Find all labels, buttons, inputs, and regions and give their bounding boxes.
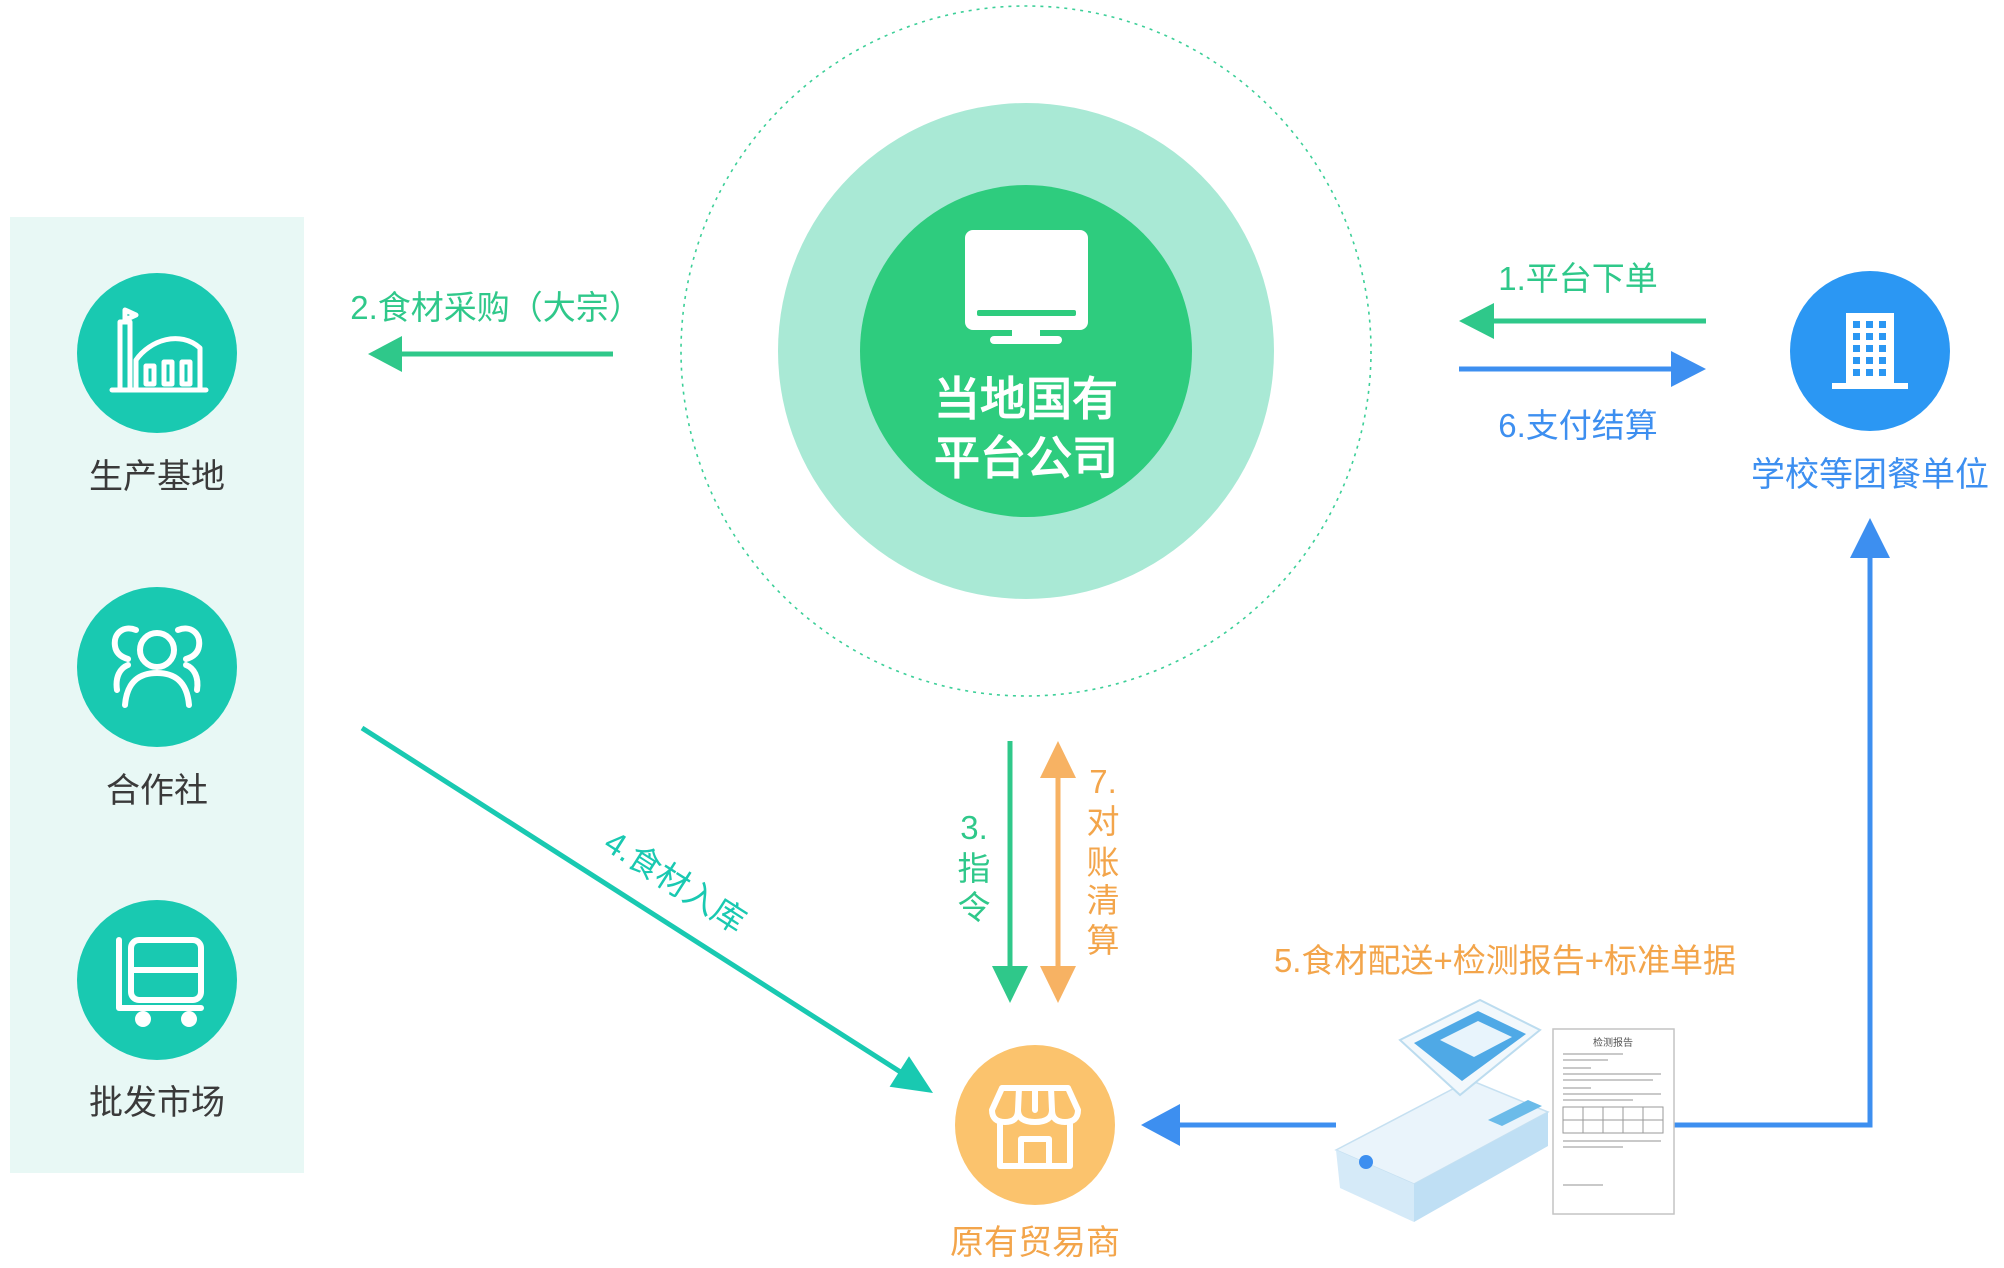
step4-arrow-line <box>360 725 904 1076</box>
step4-arrow-head <box>889 1056 933 1093</box>
node-platform: 当地国有 平台公司 <box>680 5 1372 697</box>
flow-step2-procurement: 2.食材采购（大宗） <box>350 289 642 372</box>
node-school: 学校等团餐单位 <box>1751 271 1989 494</box>
food-safety-analyzer <box>1334 998 1550 1222</box>
step7-arrow-head-up <box>1040 741 1076 778</box>
node-cooperative: 合作社 <box>77 587 237 810</box>
device-to-school-line <box>1674 552 1873 1128</box>
step1-label: 1.平台下单 <box>1498 260 1658 297</box>
step2-arrow-head <box>368 336 402 372</box>
platform-inner-circle <box>860 185 1192 517</box>
analyzer-screen-panel <box>1440 1021 1512 1057</box>
report-text-lines <box>1563 1053 1661 1186</box>
step7-label-part: 账 <box>1087 844 1120 881</box>
test-report-document: 检测报告 <box>1552 1028 1675 1215</box>
step2-label: 2.食材采购（大宗） <box>350 289 642 326</box>
step3-arrow-head <box>992 966 1028 1003</box>
flow-step1-order: 1.平台下单 <box>1459 260 1706 339</box>
flow-step6-payment: 6.支付结算 <box>1459 351 1706 444</box>
step7-label-part: 算 <box>1087 922 1120 959</box>
node-wholesale-market: 批发市场 <box>77 900 237 1122</box>
step4-label: 4.食材入库 <box>598 823 752 940</box>
step6-arrow-head <box>1671 351 1706 387</box>
step7-label-part: 7. <box>1089 763 1117 800</box>
production-base-label: 生产基地 <box>89 458 225 496</box>
step3-label-part: 指 <box>958 850 991 887</box>
monitor-icon <box>965 230 1088 344</box>
trader-label: 原有贸易商 <box>950 1224 1120 1262</box>
school-label: 学校等团餐单位 <box>1751 456 1989 494</box>
wholesale-market-circle <box>77 900 237 1060</box>
report-title: 检测报告 <box>1593 1036 1633 1049</box>
step7-arrow-head-down <box>1040 966 1076 1003</box>
step1-arrow-head <box>1459 303 1494 339</box>
step5-label: 5.食材配送+检测报告+标准单据 <box>1274 942 1736 979</box>
report-paper <box>1552 1028 1675 1215</box>
shelf-cart-icon <box>116 937 204 1027</box>
building-icon <box>1832 313 1908 389</box>
step7-label-part: 清 <box>1087 882 1120 919</box>
wholesale-market-label: 批发市场 <box>89 1084 225 1122</box>
step6-label: 6.支付结算 <box>1498 407 1658 444</box>
device-to-school-arrow-head <box>1850 518 1890 558</box>
node-trader: 原有贸易商 <box>950 1045 1120 1262</box>
analyzer-body-side <box>1414 1112 1548 1222</box>
flow-step5-delivery-arrow <box>1141 1104 1336 1146</box>
report-table <box>1562 1106 1664 1134</box>
platform-name-line2: 平台公司 <box>934 432 1118 484</box>
analyzer-slot <box>1488 1100 1542 1126</box>
flow-step3-instruction: 3. 指 令 <box>958 741 1028 1003</box>
platform-dotted-ring <box>680 5 1372 697</box>
flow-device-to-school-arrow <box>1674 518 1890 1128</box>
analyzer-logo <box>1359 1155 1373 1169</box>
flow-step7-reconciliation: 7. 对 账 清 算 <box>1040 741 1120 1003</box>
step5-arrow-head <box>1141 1104 1180 1146</box>
building-windows <box>1853 321 1886 376</box>
flow-step4-stock-in: 4.食材入库 <box>360 725 933 1093</box>
cooperative-label: 合作社 <box>106 772 208 810</box>
step3-label-part: 令 <box>958 889 991 926</box>
step3-label-part: 3. <box>960 809 988 846</box>
people-icon <box>111 625 203 708</box>
step7-label-part: 对 <box>1087 803 1120 840</box>
factory-icon <box>109 307 209 393</box>
store-icon <box>989 1085 1081 1169</box>
platform-name-line1: 当地国有 <box>934 373 1118 425</box>
production-base-circle <box>77 273 237 433</box>
analyzer-body-front <box>1336 1150 1414 1222</box>
node-production-base: 生产基地 <box>77 273 237 496</box>
